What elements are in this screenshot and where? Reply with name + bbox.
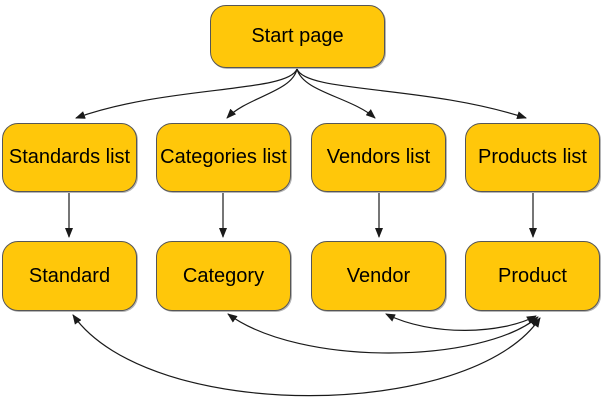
- node-vendor: Vendor: [311, 241, 446, 311]
- node-start-page: Start page: [210, 5, 385, 68]
- node-category: Category: [156, 241, 291, 311]
- edge-start-page-to-categories-list: [226, 68, 298, 119]
- node-vendors-list: Vendors list: [311, 123, 446, 192]
- edge-start-page-to-vendors-list: [296, 68, 376, 119]
- edge-product-vendor: [385, 313, 537, 331]
- node-standards-list: Standards list: [2, 123, 137, 192]
- node-standard: Standard: [2, 241, 137, 311]
- edge-start-page-to-products-list: [296, 68, 527, 120]
- edge-product-category: [227, 313, 539, 354]
- node-product: Product: [465, 241, 600, 311]
- edge-product-standard: [72, 314, 541, 397]
- edge-start-page-to-standards-list: [75, 68, 298, 119]
- node-categories-list: Categories list: [156, 123, 291, 192]
- node-products-list: Products list: [465, 123, 600, 192]
